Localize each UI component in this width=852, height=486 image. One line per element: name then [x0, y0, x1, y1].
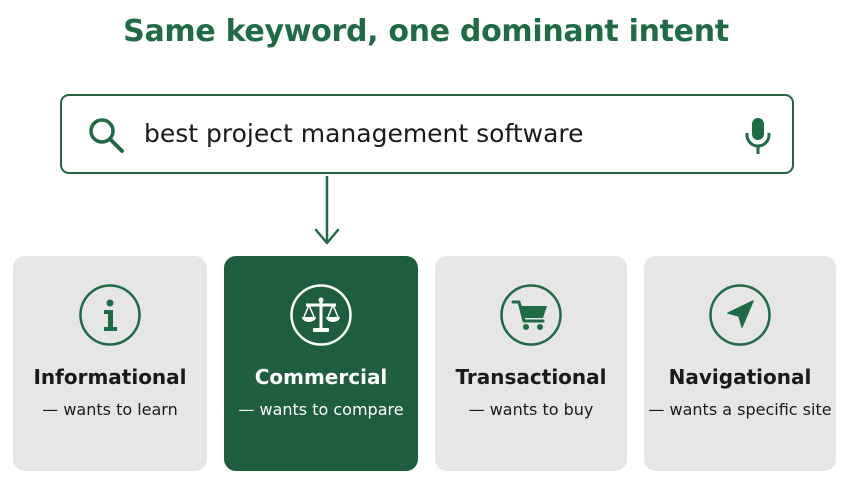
card-title: Commercial — [254, 365, 388, 389]
search-query[interactable]: best project management software — [144, 119, 584, 148]
search-icon — [89, 118, 124, 153]
diagram-title: Same keyword, one dominant intent — [123, 14, 729, 49]
intent-card-commercial[interactable]: Commercial — wants to compare — [224, 256, 418, 471]
card-title: Informational — [33, 365, 187, 389]
card-title: Transactional — [455, 365, 607, 389]
navigation-arrow-icon — [709, 284, 771, 346]
intent-card-navigational[interactable]: Navigational — wants a specific site — [644, 256, 836, 471]
card-title: Navigational — [668, 365, 812, 389]
card-description: — wants a specific site — [648, 400, 832, 419]
card-description: — wants to compare — [238, 400, 404, 419]
intent-card-informational[interactable]: Informational — wants to learn — [13, 256, 207, 471]
down-arrow-icon — [314, 176, 340, 245]
search-box[interactable]: best project management software — [60, 94, 794, 174]
scales-icon — [290, 284, 352, 346]
info-icon — [79, 284, 141, 346]
cart-icon — [500, 284, 562, 346]
card-description: — wants to learn — [42, 400, 178, 419]
intent-card-transactional[interactable]: Transactional — wants to buy — [435, 256, 627, 471]
card-description: — wants to buy — [468, 400, 594, 419]
microphone-icon[interactable] — [744, 116, 772, 156]
